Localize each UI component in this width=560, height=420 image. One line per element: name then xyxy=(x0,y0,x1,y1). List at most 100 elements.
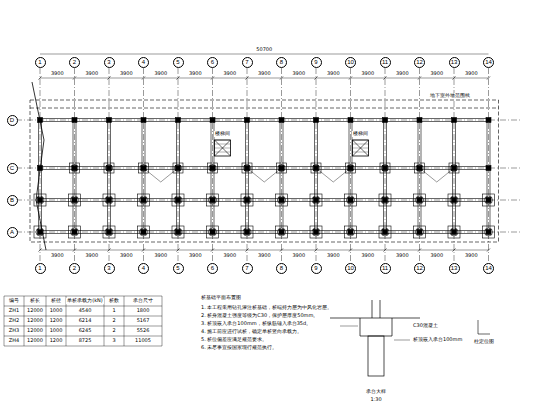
note-line: 4. 施工前应进行试桩，确定单桩竖向承载力。 xyxy=(200,329,303,335)
column xyxy=(72,198,77,203)
table-cell: 2 xyxy=(111,318,116,324)
axis-bubble: 6 xyxy=(207,263,218,274)
axis-bubble: 7 xyxy=(242,57,253,68)
dimension: 3900 xyxy=(188,253,203,259)
column xyxy=(348,230,353,235)
detail-title: 承台大样 xyxy=(365,389,387,395)
axis-label: 1 xyxy=(38,59,41,65)
column xyxy=(141,198,146,203)
axis-label: 14 xyxy=(485,59,492,65)
dimension: 3900 xyxy=(395,253,410,259)
axis-label: 2 xyxy=(73,265,76,271)
scale: 1:30 xyxy=(369,397,382,403)
column xyxy=(314,118,319,123)
column xyxy=(141,230,146,235)
column xyxy=(210,118,215,123)
column xyxy=(38,166,43,171)
axis-bubble: 8 xyxy=(276,57,287,68)
table-cell: 5526 xyxy=(136,328,151,334)
column xyxy=(486,118,491,123)
axis-label: 11 xyxy=(382,265,388,271)
axis-label: 4 xyxy=(142,265,145,271)
dimension: 3900 xyxy=(50,71,65,77)
axis-label: 1 xyxy=(38,265,41,271)
axis-label: 2 xyxy=(73,59,76,65)
column xyxy=(38,118,43,123)
room-name: 楼梯间 xyxy=(352,131,369,137)
column xyxy=(417,118,422,123)
axis-bubble: 13 xyxy=(449,57,460,68)
dimension: 3900 xyxy=(291,253,306,259)
table-cell: 承台尺寸 xyxy=(132,298,154,304)
table-cell: ZH3 xyxy=(8,328,20,334)
note-line: 1. 本工程采用钻孔灌注桩基础，桩端持力层为中风化岩层。 xyxy=(200,305,333,311)
column xyxy=(38,230,43,235)
axis-label: 4 xyxy=(142,59,145,65)
axis-bubble: C xyxy=(7,163,18,174)
dimension: 3900 xyxy=(119,253,134,259)
axis-bubble: 1 xyxy=(35,57,46,68)
dimension: 3900 xyxy=(84,71,99,77)
column xyxy=(245,230,250,235)
axis-bubble: 11 xyxy=(380,57,391,68)
dimension: 3900 xyxy=(119,71,134,77)
axis-bubble: B xyxy=(7,195,18,206)
table-cell: ZH4 xyxy=(8,338,20,344)
dimension: 3900 xyxy=(326,71,341,77)
dimension: 3900 xyxy=(153,71,168,77)
column xyxy=(452,198,457,203)
axis-label: 7 xyxy=(245,265,248,271)
column xyxy=(72,118,77,123)
axis-label: 10 xyxy=(347,265,354,271)
axis-bubble: 4 xyxy=(138,263,149,274)
table-cell: 1 xyxy=(111,308,116,314)
axis-label: 6 xyxy=(211,59,214,65)
plan-note: 地下室外墙范围线 xyxy=(429,93,471,99)
dimension: 3900 xyxy=(50,253,65,259)
table-cell: 12000 xyxy=(26,318,44,324)
axis-label: 12 xyxy=(416,265,423,271)
axis-bubble: 2 xyxy=(69,263,80,274)
axis-bubble: 2 xyxy=(69,57,80,68)
column-mark xyxy=(478,320,490,334)
column xyxy=(176,230,181,235)
axis-label: 12 xyxy=(416,59,423,65)
column xyxy=(107,166,112,171)
axis-bubble: 14 xyxy=(483,263,494,274)
dimension: 3900 xyxy=(326,253,341,259)
table-cell: 1200 xyxy=(49,318,64,324)
dimension: 50700 xyxy=(255,47,273,53)
column xyxy=(486,230,491,235)
column xyxy=(383,118,388,123)
axis-bubble: 14 xyxy=(483,57,494,68)
column xyxy=(383,230,388,235)
column xyxy=(72,230,77,235)
column xyxy=(279,118,284,123)
table-cell: 桩数 xyxy=(108,298,120,304)
axis-bubble: 10 xyxy=(345,57,356,68)
column xyxy=(245,118,250,123)
axis-bubble: 5 xyxy=(173,263,184,274)
column xyxy=(210,198,215,203)
axis-bubble: 9 xyxy=(311,263,322,274)
axis-bubble: 1 xyxy=(35,263,46,274)
axis-bubble: 7 xyxy=(242,263,253,274)
table-cell: 桩径 xyxy=(50,298,62,304)
note-line: 5. 桩位偏差应满足规范要求。 xyxy=(200,337,268,343)
room-name: 楼梯间 xyxy=(214,131,231,137)
table-cell: 桩长 xyxy=(29,298,41,304)
axis-line xyxy=(16,120,520,121)
axis-label: B xyxy=(10,197,14,203)
column xyxy=(176,198,181,203)
table-cell: 6245 xyxy=(78,328,93,334)
dimension: 3900 xyxy=(222,71,237,77)
dimension: 3900 xyxy=(257,253,272,259)
axis-label: D xyxy=(10,117,14,123)
axis-bubble: 9 xyxy=(311,57,322,68)
axis-label: 9 xyxy=(314,59,317,65)
axis-label: 3 xyxy=(107,265,110,271)
axis-bubble: 12 xyxy=(414,57,425,68)
axis-label: 11 xyxy=(382,59,388,65)
table-cell: 12000 xyxy=(26,338,44,344)
dimension: 3900 xyxy=(360,71,375,77)
